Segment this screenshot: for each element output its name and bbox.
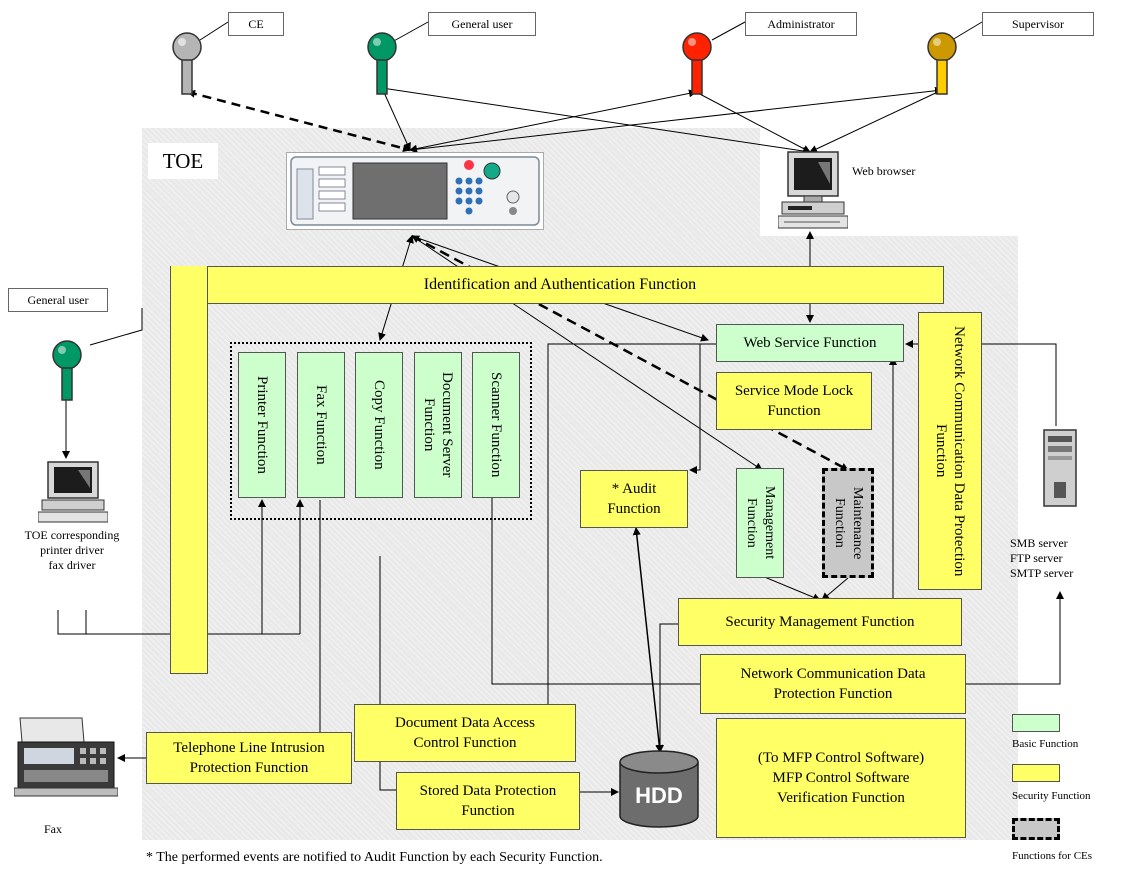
fax-machine-icon bbox=[14, 717, 118, 797]
management-function: Management Function bbox=[736, 468, 784, 578]
legend-basic-swatch bbox=[1012, 714, 1060, 732]
mfp-verification-function: (To MFP Control Software) MFP Control So… bbox=[716, 718, 966, 838]
scanner-function: Scanner Function bbox=[472, 352, 520, 498]
legend-basic-label: Basic Function bbox=[1012, 738, 1079, 750]
printer-function: Printer Function bbox=[238, 352, 286, 498]
hdd-cylinder-icon bbox=[619, 750, 699, 828]
legend-ce-swatch bbox=[1012, 818, 1060, 840]
hdd-label: HDD bbox=[635, 783, 683, 808]
legend-security-swatch bbox=[1012, 764, 1060, 782]
identification-function-leg bbox=[170, 266, 208, 674]
general-user-left-pin-icon bbox=[52, 340, 82, 401]
administrator-tag: Administrator bbox=[745, 12, 857, 36]
printer-driver-line-3: fax driver bbox=[48, 558, 96, 572]
printer-driver-pc-icon bbox=[38, 461, 108, 523]
fax-function: Fax Function bbox=[297, 352, 345, 498]
telephone-line-function: Telephone Line Intrusion Protection Func… bbox=[146, 732, 352, 784]
ce-pin-icon bbox=[172, 32, 202, 95]
fax-label: Fax bbox=[44, 822, 62, 836]
footnote: * The performed events are notified to A… bbox=[146, 850, 603, 865]
server-line-3: SMTP server bbox=[1010, 566, 1074, 580]
service-mode-lock-function: Service Mode Lock Function bbox=[716, 372, 872, 430]
identification-function-bar bbox=[170, 266, 944, 304]
document-server-function: Document Server Function bbox=[414, 352, 462, 498]
servers-label: SMB server FTP server SMTP server bbox=[1010, 536, 1120, 581]
general-user-pin-icon bbox=[367, 32, 397, 95]
server-line-2: FTP server bbox=[1010, 551, 1063, 565]
audit-function: * Audit Function bbox=[580, 470, 688, 528]
legend-security-label: Security Function bbox=[1012, 790, 1091, 802]
supervisor-tag: Supervisor bbox=[982, 12, 1094, 36]
printer-driver-line-1: TOE corresponding bbox=[24, 528, 120, 542]
document-data-access-function: Document Data Access Control Function bbox=[354, 704, 576, 762]
web-service-function: Web Service Function bbox=[716, 324, 904, 362]
identification-leg-joint bbox=[171, 290, 207, 306]
network-communication-function: Network Communication Data Protection Fu… bbox=[700, 654, 966, 714]
toe-title: TOE bbox=[148, 143, 218, 179]
server-line-1: SMB server bbox=[1010, 536, 1068, 550]
printer-driver-label: TOE corresponding printer driver fax dri… bbox=[2, 528, 142, 573]
administrator-pin-icon bbox=[682, 32, 712, 95]
mfp-operation-panel bbox=[286, 152, 544, 230]
network-communication-vertical-function: Network Communication Data Protection Fu… bbox=[918, 312, 982, 590]
ce-tag: CE bbox=[228, 12, 284, 36]
stored-data-function: Stored Data Protection Function bbox=[396, 772, 580, 830]
legend-ce-label: Functions for CEs bbox=[1012, 850, 1093, 862]
copy-function: Copy Function bbox=[355, 352, 403, 498]
security-management-function: Security Management Function bbox=[678, 598, 962, 646]
printer-driver-line-2: printer driver bbox=[40, 543, 104, 557]
web-browser-label: Web browser bbox=[852, 164, 916, 178]
basic-functions-group bbox=[230, 342, 532, 520]
server-icon bbox=[1043, 429, 1077, 507]
mfp-panel-icon bbox=[290, 156, 540, 226]
maintenance-function: Maintenance Function bbox=[822, 468, 874, 578]
supervisor-pin-icon bbox=[927, 32, 957, 95]
identification-function-label: Identification and Authentication Functi… bbox=[423, 276, 697, 293]
web-browser-pc-icon bbox=[778, 151, 848, 229]
general-user-left-tag: General user bbox=[8, 288, 108, 312]
general-user-tag: General user bbox=[428, 12, 536, 36]
